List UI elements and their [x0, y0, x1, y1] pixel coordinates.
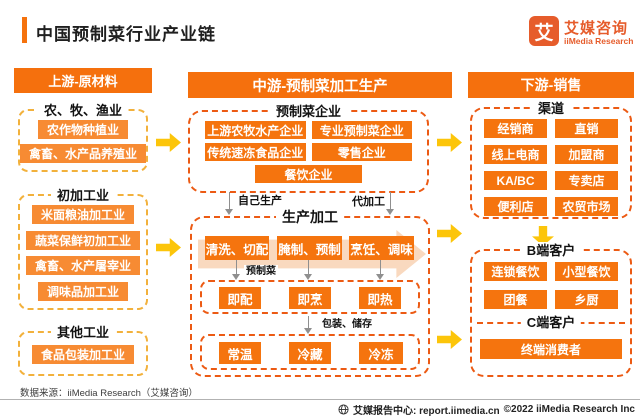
list-item: 乡厨 [555, 290, 618, 309]
production-box: 生产加工 清洗、切配 腌制、预制 烹饪、调味 预制菜 即配 即烹 即热 包装、储… [190, 209, 430, 377]
storage-item: 常温 [219, 342, 261, 364]
arrow-down-connector-icon [232, 260, 241, 280]
list-item: 经销商 [484, 119, 547, 138]
list-item: 禽畜、水产品养殖业 [20, 144, 147, 163]
iimedia-logo-name: 艾媒咨询 [564, 20, 629, 37]
iimedia-logo-subtitle: iiMedia Research [564, 36, 634, 46]
c-customers-label: C端客户 [520, 314, 582, 331]
list-item: 上游农牧水产企业 [205, 121, 306, 139]
storage-box: 常温 冷藏 冷冻 [200, 334, 420, 370]
list-item: 便利店 [484, 197, 547, 216]
list-item: 蔬菜保鲜初加工业 [25, 230, 140, 250]
list-item: KA/BC [484, 171, 547, 190]
upstream-group-primary-processing-label: 初加工业 [50, 187, 116, 204]
b-customers-label: B端客户 [520, 242, 582, 259]
step-item: 烹饪、调味 [349, 236, 414, 260]
arrow-down-connector-icon [376, 260, 385, 280]
page-title: 中国预制菜行业产业链 [36, 25, 216, 44]
upstream-group-primary-processing-items: 米面粮油加工业 蔬菜保鲜初加工业 禽畜、水产屠宰业 调味品加工业 [24, 205, 142, 301]
upstream-group-agriculture-items: 农作物种植业 禽畜、水产品养殖业 [20, 120, 147, 163]
arrow-right-icon [156, 238, 181, 257]
type-item: 即烹 [289, 287, 331, 309]
storage-item: 冷藏 [289, 342, 331, 364]
production-label: 生产加工 [276, 209, 344, 226]
arrow-down-connector-icon [225, 192, 234, 215]
title-accent-bar [22, 17, 27, 43]
midstream-header: 中游-预制菜加工生产 [188, 72, 452, 98]
premade-enterprises-box: 预制菜企业 上游农牧水产企业 专业预制菜企业 传统速冻食品企业 零售企业 餐饮企… [188, 103, 429, 193]
list-item: 加盟商 [555, 145, 618, 164]
arrow-right-icon [437, 133, 462, 152]
premade-enterprises-items: 上游农牧水产企业 专业预制菜企业 传统速冻食品企业 零售企业 餐饮企业 [205, 121, 412, 183]
iimedia-logo-icon: 艾 [529, 16, 559, 46]
list-item: 连锁餐饮 [484, 262, 547, 281]
premade-types-box: 即配 即烹 即热 [200, 280, 420, 314]
upstream-group-other-industry-items: 食品包装加工业 [24, 342, 142, 367]
list-item: 禽畜、水产屠宰业 [25, 256, 140, 276]
premade-food-label: 预制菜 [244, 265, 278, 278]
footer-report-info: 艾媒报告中心: report.iimedia.cn ©2022 iiMedia … [338, 402, 635, 416]
channels-label: 渠道 [531, 100, 571, 117]
list-item: 团餐 [484, 290, 547, 309]
upstream-group-agriculture: 农、牧、渔业 农作物种植业 禽畜、水产品养殖业 [18, 102, 148, 172]
premade-enterprises-label: 预制菜企业 [269, 103, 348, 120]
channels-items: 经销商 直销 线上电商 加盟商 KA/BC 专卖店 便利店 农贸市场 [484, 119, 618, 216]
oem-label: 代加工 [350, 196, 387, 209]
upstream-group-agriculture-label: 农、牧、渔业 [37, 102, 129, 119]
arrow-right-icon [437, 330, 462, 349]
arrow-down-connector-icon [304, 316, 313, 334]
downstream-header: 下游-销售 [468, 72, 634, 98]
list-item: 线上电商 [484, 145, 547, 164]
arrow-right-icon [156, 133, 181, 152]
arrow-right-icon [437, 224, 462, 243]
arrow-down-connector-icon [386, 192, 395, 215]
copyright-text: ©2022 iiMedia Research Inc [503, 404, 635, 415]
list-item: 农贸市场 [555, 197, 618, 216]
list-item: 专业预制菜企业 [311, 121, 412, 139]
list-item: 食品包装加工业 [31, 345, 134, 364]
list-item: 小型餐饮 [555, 262, 618, 281]
c-customers-divider: C端客户 [477, 314, 625, 331]
storage-item: 冷冻 [359, 342, 403, 364]
type-item: 即配 [219, 287, 261, 309]
arrow-down-connector-icon [304, 260, 313, 280]
list-item: 调味品加工业 [37, 281, 128, 301]
upstream-group-other-industry-label: 其他工业 [50, 324, 116, 341]
b-customers-items: 连锁餐饮 小型餐饮 团餐 乡厨 [484, 262, 618, 309]
list-item: 终端消费者 [480, 339, 622, 359]
package-storage-label: 包装、储存 [320, 318, 374, 331]
list-item: 直销 [555, 119, 618, 138]
upstream-group-other-industry: 其他工业 食品包装加工业 [18, 324, 148, 376]
list-item: 零售企业 [311, 143, 412, 161]
globe-icon [338, 404, 349, 415]
customers-box: B端客户 连锁餐饮 小型餐饮 团餐 乡厨 C端客户 终端消费者 [470, 242, 632, 377]
type-item: 即热 [359, 287, 401, 309]
list-item: 米面粮油加工业 [31, 205, 134, 224]
upstream-group-primary-processing: 初加工业 米面粮油加工业 蔬菜保鲜初加工业 禽畜、水产屠宰业 调味品加工业 [18, 187, 148, 310]
channels-box: 渠道 经销商 直销 线上电商 加盟商 KA/BC 专卖店 便利店 农贸市场 [470, 100, 632, 219]
list-item: 农作物种植业 [37, 120, 128, 139]
list-item: 餐饮企业 [255, 165, 362, 183]
report-center-link: 艾媒报告中心: report.iimedia.cn [352, 406, 500, 416]
self-production-label: 自己生产 [236, 195, 284, 208]
data-source-note: 数据来源：iiMedia Research（艾媒咨询） [20, 388, 198, 399]
list-item: 专卖店 [555, 171, 618, 190]
step-item: 清洗、切配 [205, 236, 269, 260]
list-item: 传统速冻食品企业 [205, 143, 306, 161]
step-item: 腌制、预制 [277, 236, 342, 260]
footer-divider [0, 399, 640, 400]
upstream-header: 上游-原材料 [14, 68, 152, 93]
